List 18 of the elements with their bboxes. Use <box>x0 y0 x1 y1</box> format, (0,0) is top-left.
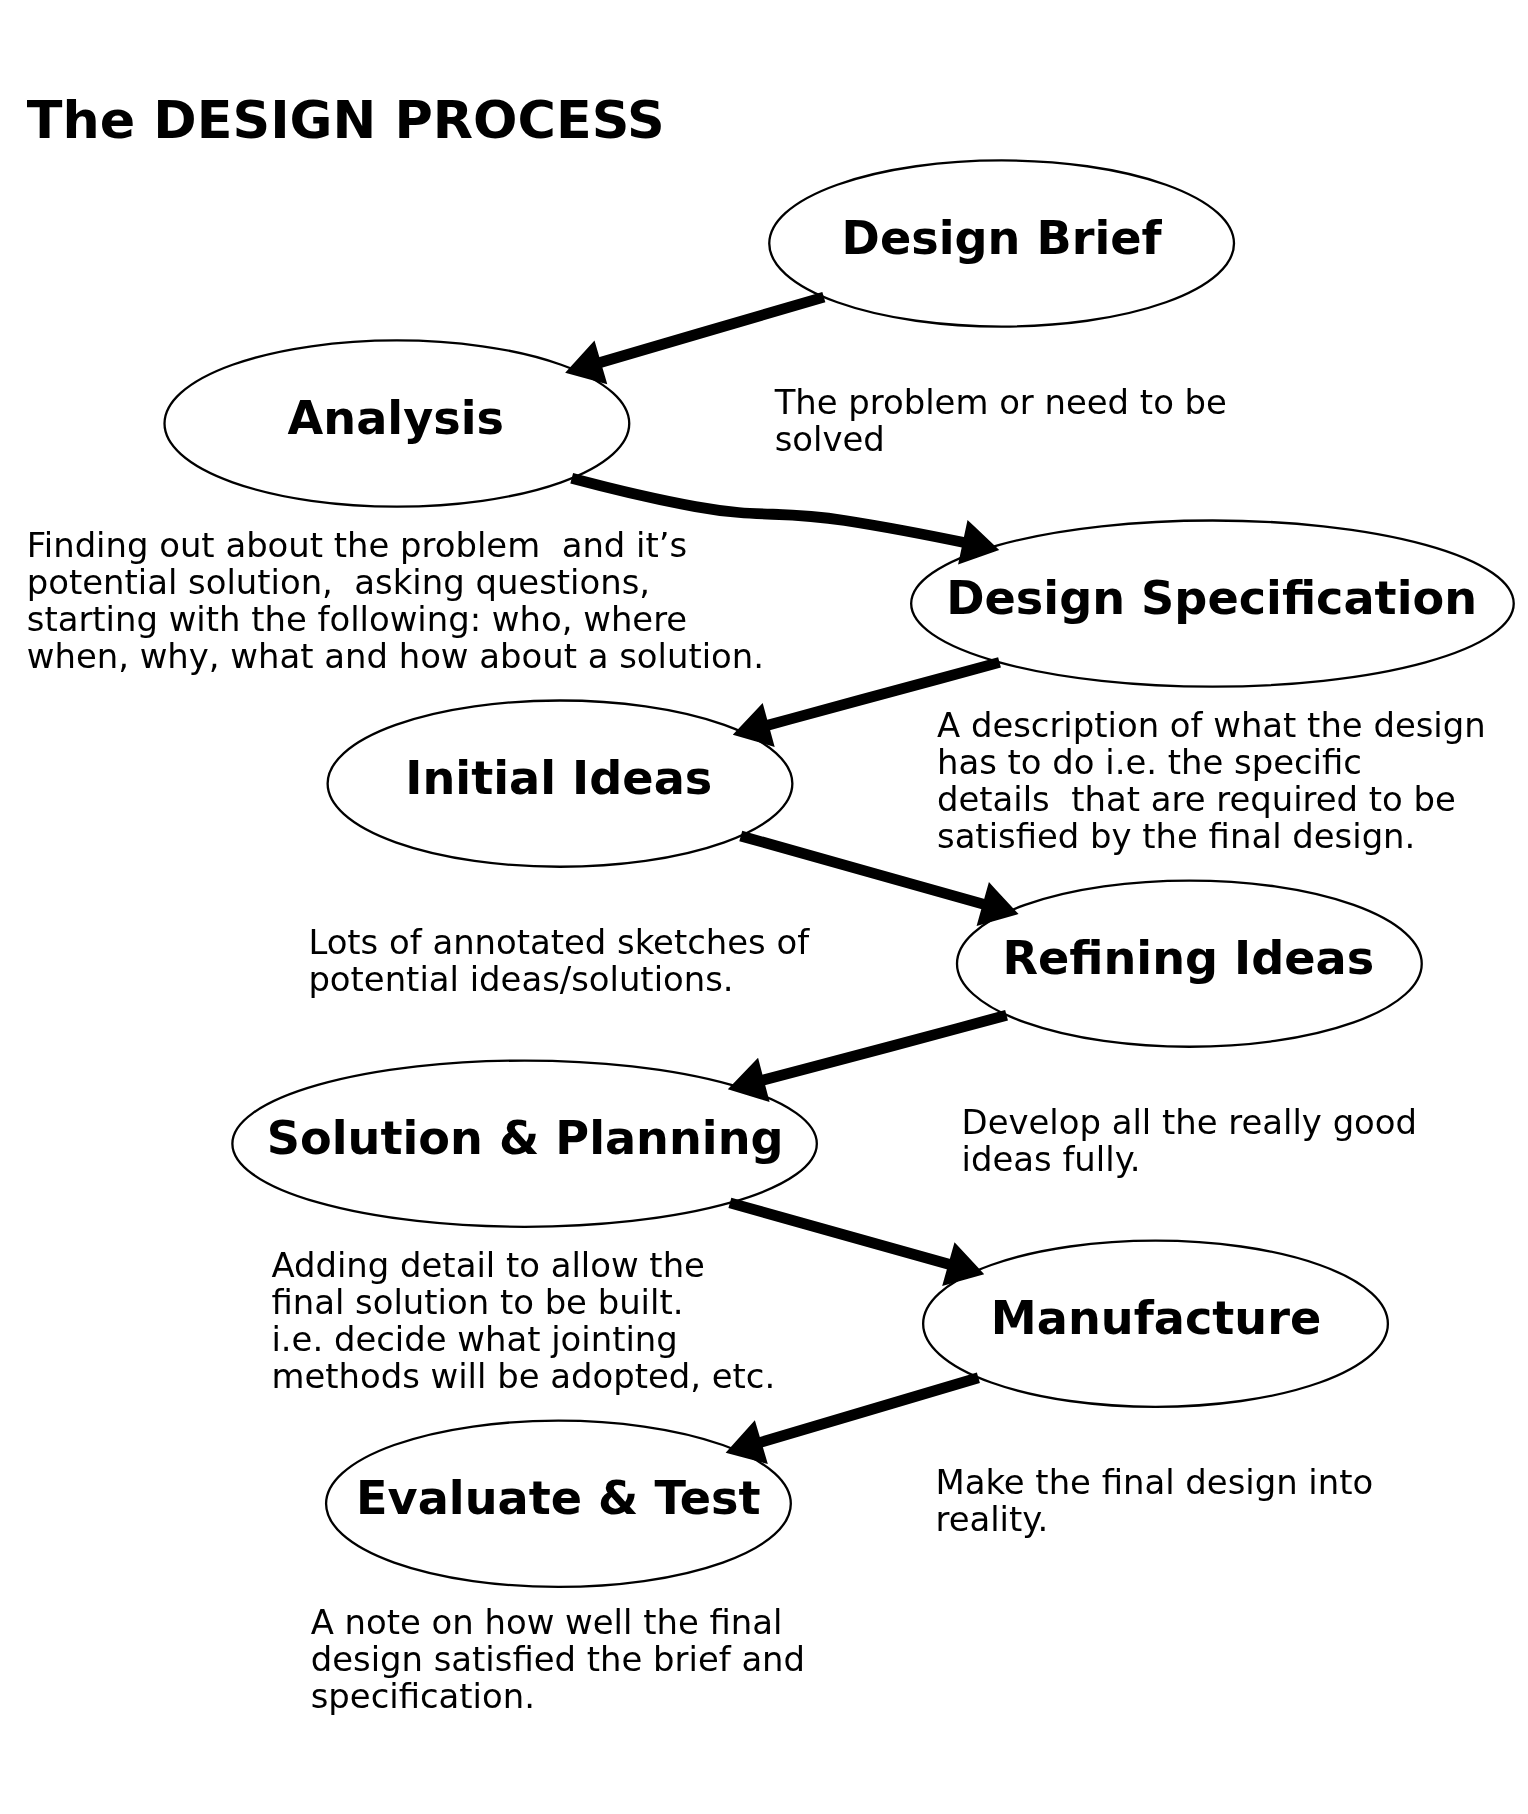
node-label: Develop all the really good ideas fully. <box>961 1102 1418 1179</box>
node-label: A note on how well the final design satisfied the brief and specification. <box>310 1602 806 1716</box>
arrow <box>732 656 1001 747</box>
arrow <box>727 1009 1008 1102</box>
node-label: The problem or need to be solved <box>774 382 1227 459</box>
arrow <box>725 1372 980 1464</box>
diagram-title: The DESIGN PROCESS <box>26 88 665 150</box>
arrow <box>728 1197 985 1286</box>
node-label: Make the final design into reality. <box>935 1462 1374 1539</box>
node-ellipse: Initial Ideas <box>326 698 794 868</box>
node-label: Finding out about the problem and it’s potential solution, asking questions, starting with the following: who, where when, why, what and how about a solution. <box>26 525 764 676</box>
arrow <box>570 472 1000 565</box>
node-label: A description of what the design has to do i.e. the specific details that are required to be satisfied by the final design. <box>937 705 1486 856</box>
arrow <box>739 830 1019 926</box>
node-label: Adding detail to allow the final solution to be built. i.e. decide what jointing methods will be adopted, etc. <box>271 1245 776 1396</box>
arrow <box>565 291 826 384</box>
node-label: Lots of annotated sketches of potential ideas/solutions. <box>308 922 810 999</box>
node-ellipse: Design Brief <box>768 158 1236 328</box>
